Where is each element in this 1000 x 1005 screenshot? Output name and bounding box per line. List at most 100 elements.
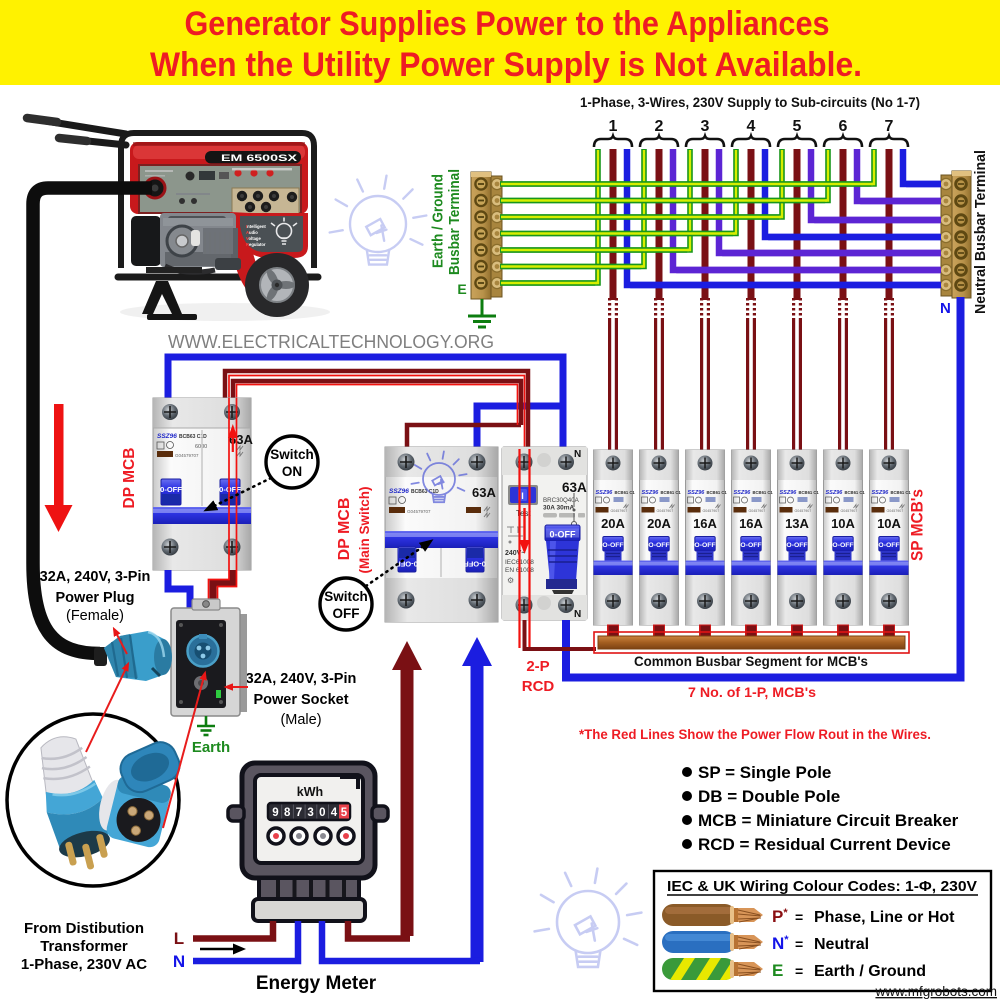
svg-text:3: 3	[701, 118, 710, 135]
svg-text:RCD: RCD	[522, 678, 555, 695]
svg-text:OFF: OFF	[333, 606, 360, 621]
svg-text:3: 3	[307, 807, 313, 819]
svg-text:N: N	[940, 300, 951, 317]
svg-text:⚙: ⚙	[507, 576, 514, 585]
svg-text:5: 5	[793, 118, 802, 135]
svg-text:(Main Switch): (Main Switch)	[357, 487, 372, 574]
svg-text:2-P: 2-P	[526, 658, 549, 675]
svg-text:O-OFF: O-OFF	[602, 542, 623, 549]
svg-text:BCB61 C1: BCB61 C1	[753, 490, 774, 495]
svg-text:0-OFF: 0-OFF	[396, 560, 418, 569]
svg-text:O-OFF: O-OFF	[740, 542, 761, 549]
svg-text:SSZ96: SSZ96	[872, 490, 890, 496]
svg-text:SSZ96: SSZ96	[642, 490, 660, 496]
svg-text:(Male): (Male)	[280, 712, 321, 728]
svg-text:G0457907: G0457907	[795, 509, 812, 513]
svg-text:www.mfgrobots.com: www.mfgrobots.com	[874, 984, 997, 999]
svg-text:Regulator: Regulator	[246, 242, 266, 247]
svg-text:Earth / Ground: Earth / Ground	[430, 174, 447, 268]
svg-text:Power Plug: Power Plug	[56, 590, 135, 606]
svg-text:BCB63 C1D: BCB63 C1D	[179, 434, 207, 440]
svg-text:MCB = Miniature Circuit Breake: MCB = Miniature Circuit Breaker	[698, 811, 959, 830]
svg-text:*The Red Lines Show the Power: *The Red Lines Show the Power Flow Rout …	[579, 727, 931, 742]
svg-text:5: 5	[341, 807, 348, 819]
svg-text:9: 9	[272, 807, 278, 819]
svg-text:Generator Supplies Power to th: Generator Supplies Power to the Applianc…	[185, 5, 830, 43]
svg-text:240V~: 240V~	[505, 550, 525, 557]
svg-text:13A: 13A	[785, 516, 809, 531]
svg-text:0: 0	[319, 807, 325, 819]
svg-text:G0457907: G0457907	[749, 509, 766, 513]
svg-text:7: 7	[296, 807, 302, 819]
svg-text:I: I	[521, 491, 524, 501]
svg-text:SP MCB's: SP MCB's	[908, 489, 927, 561]
svg-text:1-Phase, 230V AC: 1-Phase, 230V AC	[21, 956, 147, 973]
svg-text:O-OFF: O-OFF	[648, 542, 669, 549]
svg-text:Earth / Ground: Earth / Ground	[814, 963, 926, 980]
svg-text:30A 30mA: 30A 30mA	[543, 505, 574, 512]
svg-text:G04579707: G04579707	[407, 509, 431, 514]
svg-text:10A: 10A	[831, 516, 855, 531]
svg-text:1: 1	[609, 118, 618, 135]
svg-text:IEC & UK Wiring Colour Codes:: IEC & UK Wiring Colour Codes: 1-Φ, 230V	[667, 878, 977, 895]
svg-text:SSZ96: SSZ96	[688, 490, 706, 496]
svg-text:G0457907: G0457907	[841, 509, 858, 513]
svg-text:Energy Meter: Energy Meter	[256, 973, 377, 994]
svg-text:G0457907: G0457907	[611, 509, 628, 513]
svg-text:Neutral Busbar Terminal: Neutral Busbar Terminal	[972, 150, 989, 314]
svg-text:BCB63 C1D: BCB63 C1D	[411, 489, 439, 495]
svg-text:SSZ96: SSZ96	[780, 490, 798, 496]
svg-text:16A: 16A	[739, 516, 763, 531]
svg-text:From Distibution: From Distibution	[24, 920, 144, 937]
svg-text:SP = Single Pole: SP = Single Pole	[698, 763, 831, 782]
svg-text:10A: 10A	[877, 516, 901, 531]
svg-text:SSZ96: SSZ96	[389, 488, 409, 495]
svg-text:Switch: Switch	[324, 589, 368, 604]
svg-text:DP MCB: DP MCB	[336, 498, 353, 561]
svg-text:SSZ96: SSZ96	[734, 490, 752, 496]
svg-text:Phase, Line or Hot: Phase, Line or Hot	[814, 909, 955, 926]
svg-text:BCB61 C1: BCB61 C1	[845, 490, 866, 495]
svg-text:0-OFF: 0-OFF	[464, 560, 486, 569]
svg-text:SSZ96: SSZ96	[826, 490, 844, 496]
svg-text:16A: 16A	[693, 516, 717, 531]
svg-text:=: =	[795, 909, 803, 925]
svg-text:63A: 63A	[472, 485, 496, 500]
svg-text:0-OFF: 0-OFF	[160, 485, 182, 494]
svg-text:G0457907: G0457907	[887, 509, 904, 513]
svg-text:0-OFF: 0-OFF	[550, 530, 577, 540]
svg-text:DP MCB: DP MCB	[121, 448, 138, 509]
svg-text:6000: 6000	[195, 444, 207, 450]
svg-text:20A: 20A	[601, 516, 625, 531]
svg-text:Intelligent: Intelligent	[246, 224, 266, 229]
svg-text:L: L	[174, 929, 184, 948]
svg-text:G04579707: G04579707	[175, 453, 199, 458]
svg-text:(Female): (Female)	[66, 608, 124, 624]
svg-text:0-OFF: 0-OFF	[219, 485, 241, 494]
svg-text:Power Socket: Power Socket	[253, 692, 348, 708]
svg-text:Switch: Switch	[270, 447, 314, 462]
svg-text:7: 7	[885, 118, 894, 135]
svg-text:N: N	[173, 952, 185, 971]
svg-text:BCB61 C1: BCB61 C1	[799, 490, 820, 495]
svg-text:=: =	[795, 963, 803, 979]
svg-text:N: N	[574, 609, 581, 620]
svg-text:WWW.ELECTRICALTECHNOLOGY.ORG: WWW.ELECTRICALTECHNOLOGY.ORG	[168, 331, 494, 352]
svg-text:1-Phase, 3-Wires, 230V Supply: 1-Phase, 3-Wires, 230V Supply to Sub-cir…	[580, 94, 920, 110]
svg-text:Audio: Audio	[246, 230, 258, 235]
svg-text:BCB61 C1: BCB61 C1	[661, 490, 682, 495]
svg-text:G0457907: G0457907	[703, 509, 720, 513]
svg-text:7 No. of 1-P, MCB's: 7 No. of 1-P, MCB's	[688, 684, 816, 700]
svg-text:O-OFF: O-OFF	[694, 542, 715, 549]
svg-text:BRC30Q40A: BRC30Q40A	[543, 497, 580, 504]
svg-text:kWh: kWh	[297, 785, 323, 799]
svg-text:E: E	[457, 281, 466, 297]
svg-text:SSZ96: SSZ96	[596, 490, 614, 496]
svg-text:G0457907: G0457907	[657, 509, 674, 513]
svg-text:O-OFF: O-OFF	[786, 542, 807, 549]
svg-text:6: 6	[839, 118, 848, 135]
svg-text:Busbar Terminal: Busbar Terminal	[446, 169, 463, 275]
svg-text:4: 4	[331, 807, 338, 819]
svg-text:Common Busbar Segment for MCB': Common Busbar Segment for MCB's	[634, 653, 868, 669]
svg-text:BCB61 C1: BCB61 C1	[615, 490, 636, 495]
